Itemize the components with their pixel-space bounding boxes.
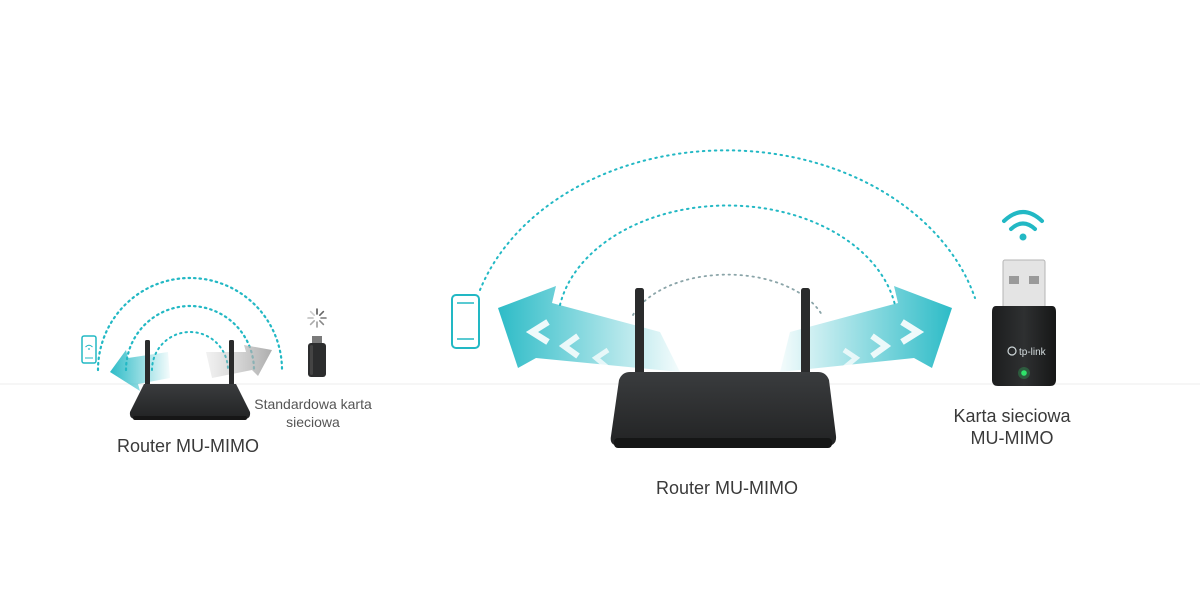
signal-arc-middle [124,304,256,372]
standard-adapter-label-line1: Standardowa karta [254,396,372,412]
usb-adapter-icon: tp-link [992,259,1056,386]
beam-to-standard-adapter [206,345,272,378]
loading-spinner-icon [307,308,327,328]
right-router-label: Router MU-MIMO [655,478,798,498]
beam-chevron [900,319,925,345]
beam-chevron [591,347,610,370]
router-icon [610,288,837,448]
signal-arc-middle [559,204,896,306]
signal-arc-outer [479,149,976,299]
smartphone-icon [81,335,97,364]
beam-to-phone [110,350,170,391]
mu-mimo-adapter-label-line2: MU-MIMO [970,428,1054,448]
beam-chevron [870,333,892,359]
wifi-icon [1002,210,1044,241]
usb-adapter-icon [308,336,326,377]
mu-mimo-adapter-label-line1: Karta sieciowa [953,406,1071,426]
adapter-brand-text: tp-link [1019,347,1047,358]
left-router-label: Router MU-MIMO [116,436,259,456]
beam-to-adapter [780,286,952,372]
beam-chevron [525,319,550,345]
signal-arc-outer [96,276,284,372]
mu-mimo-adapter-label: Karta sieciowa MU-MIMO [934,405,1090,449]
standard-adapter-label: Standardowa karta sieciowa [248,395,378,431]
left-scene [81,276,327,420]
router-icon [129,340,251,420]
right-scene: tp-link [451,149,1056,448]
standard-adapter-label-line2: sieciowa [286,414,340,430]
beam-to-phone [498,286,680,372]
signal-arc-inner [632,273,823,316]
beam-chevron [842,347,861,370]
beam-chevron [558,333,580,359]
smartphone-icon [451,294,480,349]
